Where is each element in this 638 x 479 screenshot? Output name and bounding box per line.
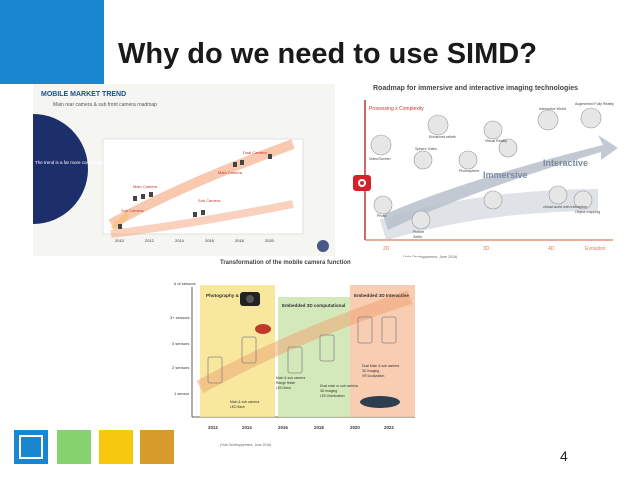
roadmap-source: (Yole Développement, June 2016) <box>403 255 457 259</box>
market-side-note: The trend is a far more complexity at th… <box>35 160 142 165</box>
dim-3d: 3D <box>483 246 490 252</box>
node-4: Augmented Fully Reality <box>575 102 614 106</box>
roadmap-heading: Roadmap for immersive and interactive im… <box>373 85 578 92</box>
dim-4d: 4D <box>548 246 555 252</box>
node-0: Video/Screen <box>369 157 391 161</box>
note-8: Dual Main & sub camera <box>362 364 399 368</box>
t-year-0: 2012 <box>208 425 218 430</box>
imaging-roadmap-image: Roadmap for immersive and interactive im… <box>343 80 621 260</box>
node-11: Object mapping <box>575 210 600 214</box>
note-7: LED illumination <box>320 394 345 398</box>
stage1-label: Photography & video <box>206 293 252 298</box>
mobile-market-trend-image: MOBILE MARKET TREND Main rear camera & s… <box>33 84 335 256</box>
market-label-1: Dual Camera <box>243 150 267 155</box>
note-2: Main & sub camera <box>276 376 305 380</box>
t-year-2: 2016 <box>278 425 288 430</box>
market-label-4: Main Camera <box>218 170 243 175</box>
market-year-2: 2014 <box>175 238 185 243</box>
node-7: Photo <box>377 214 386 218</box>
note-5: Dual main or sub camera <box>320 384 358 388</box>
decorative-square-yellow <box>99 430 133 464</box>
row-1: 3 sensors <box>172 341 189 346</box>
t-year-1: 2014 <box>242 425 252 430</box>
roadmap-axis-label: Processing x Complexity <box>369 106 424 112</box>
decorative-square-gold <box>140 430 174 464</box>
transformation-heading: Transformation of the mobile camera func… <box>220 260 351 266</box>
dim-2d: 2D <box>383 246 390 252</box>
row-0: 3+ sensors <box>170 315 190 320</box>
note-3: Range finder <box>276 381 296 385</box>
stage-immersive: Immersive <box>483 170 528 180</box>
transformation-source: (Yole Développement, June 2016) <box>220 443 271 447</box>
stage-interactive: Interactive <box>543 158 588 168</box>
t-year-4: 2020 <box>350 425 360 430</box>
row-2: 2 sensors <box>172 365 189 370</box>
roadmap-figure: Roadmap for immersive and interactive im… <box>343 80 621 260</box>
market-year-3: 2016 <box>205 238 215 243</box>
decorative-square-blue <box>14 430 48 464</box>
node-6: Photosphere <box>459 169 479 173</box>
t-year-5: 2022 <box>384 425 394 430</box>
market-year-1: 2012 <box>145 238 155 243</box>
market-trend-figure: MOBILE MARKET TREND Main rear camera & s… <box>33 84 335 256</box>
transformation-y-axis: # of sensors <box>174 281 196 286</box>
note-4: LED flash <box>276 386 291 390</box>
node-5: Sphere Video <box>415 147 437 151</box>
note-1: LED flash <box>230 405 245 409</box>
page-number: 4 <box>560 448 568 464</box>
market-year-4: 2018 <box>235 238 245 243</box>
node-3: Interactive World <box>539 107 566 111</box>
stage2-label: Embedded 3D computational <box>282 303 345 308</box>
note-10: VR localization <box>362 374 385 378</box>
note-9: 3D imaging <box>362 369 379 373</box>
decorative-blue-block <box>0 0 104 84</box>
stage3-label: Embedded 3D Interactive <box>354 293 409 298</box>
transformation-figure: Transformation of the mobile camera func… <box>170 257 420 452</box>
camera-transformation-image: Transformation of the mobile camera func… <box>170 257 420 452</box>
note-6: 3D imaging <box>320 389 337 393</box>
market-year-0: 2010 <box>115 238 125 243</box>
market-subheading: Main rear camera & sub front camera road… <box>53 102 157 108</box>
row-3: 1 sensor <box>174 391 190 396</box>
t-year-3: 2018 <box>314 425 324 430</box>
note-0: Main & sub camera <box>230 400 259 404</box>
node-2: Virtual Reality <box>485 139 507 143</box>
market-label-2: Sub Camera <box>121 208 144 213</box>
market-year-5: 2020 <box>265 238 275 243</box>
decorative-square-green <box>57 430 91 464</box>
market-heading: MOBILE MARKET TREND <box>41 91 126 98</box>
market-label-3: Sub Camera <box>198 198 221 203</box>
dim-evolution: Evolution <box>585 246 606 252</box>
slide-title: Why do we need to use SIMD? <box>118 38 537 70</box>
node-9: Selfie <box>413 235 422 239</box>
node-8: Picture <box>413 230 424 234</box>
node-10: virtual world with interaction <box>543 205 587 209</box>
market-label-0: Main Camera <box>133 184 158 189</box>
node-1: Enhanced reliefs <box>429 135 456 139</box>
